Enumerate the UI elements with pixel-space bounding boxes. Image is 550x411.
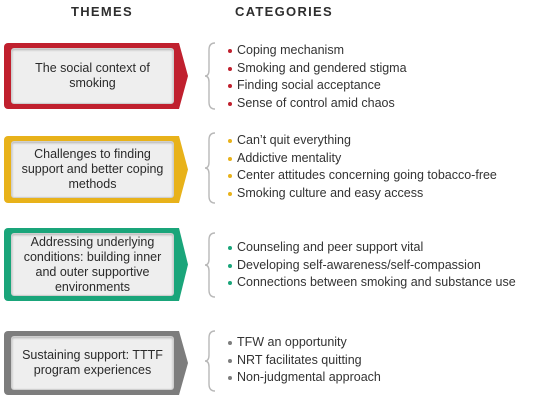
list-item: Addictive mentality (228, 150, 497, 168)
list-item: Non-judgmental approach (228, 369, 381, 387)
category-list: Coping mechanism Smoking and gendered st… (228, 42, 407, 112)
list-item: Coping mechanism (228, 42, 407, 60)
category-list: Counseling and peer support vital Develo… (228, 239, 516, 292)
category-label: TFW an opportunity (237, 335, 347, 349)
theme-label: Challenges to finding support and better… (21, 147, 164, 191)
list-item: Can’t quit everything (228, 132, 497, 150)
category-label: Non-judgmental approach (237, 370, 381, 384)
brace (204, 42, 216, 110)
category-label: Finding social acceptance (237, 78, 381, 92)
brace (204, 132, 216, 204)
category-label: Can’t quit everything (237, 133, 351, 147)
category-label: Smoking and gendered stigma (237, 60, 407, 75)
category-label: Coping mechanism (237, 43, 344, 57)
theme-box-social-context: The social context of smoking (4, 43, 188, 109)
category-label: Counseling and peer support vital (237, 240, 424, 254)
theme-box-underlying-conditions: Addressing underlying conditions: buildi… (4, 228, 188, 301)
list-item: Sense of control amid chaos (228, 95, 407, 113)
list-item: Center attitudes concerning going tobacc… (228, 167, 497, 185)
themes-header: THEMES (71, 4, 133, 19)
categories-header: CATEGORIES (235, 4, 333, 19)
theme-label: Sustaining support: TTTF program experie… (22, 348, 163, 377)
theme-box-sustaining-support: Sustaining support: TTTF program experie… (4, 331, 188, 395)
category-label: Connections between smoking and substanc… (237, 275, 516, 289)
list-item: Smoking culture and easy access (228, 185, 497, 203)
category-label: NRT facilitates quitting (237, 352, 362, 367)
list-item: Finding social acceptance (228, 77, 407, 95)
category-label: Sense of control amid chaos (237, 95, 395, 110)
list-item: Connections between smoking and substanc… (228, 274, 516, 292)
list-item: NRT facilitates quitting (228, 352, 381, 370)
category-list: TFW an opportunity NRT facilitates quitt… (228, 334, 381, 387)
list-item: Smoking and gendered stigma (228, 60, 407, 78)
theme-label: Addressing underlying conditions: buildi… (23, 234, 162, 294)
category-label: Addictive mentality (237, 150, 342, 165)
category-label: Smoking culture and easy access (237, 185, 424, 200)
category-label: Center attitudes concerning going tobacc… (237, 168, 497, 182)
category-label: Developing self-awareness/self-compassio… (237, 257, 481, 272)
category-list: Can’t quit everything Addictive mentalit… (228, 132, 497, 202)
list-item: Developing self-awareness/self-compassio… (228, 257, 516, 275)
list-item: Counseling and peer support vital (228, 239, 516, 257)
brace (204, 330, 216, 392)
list-item: TFW an opportunity (228, 334, 381, 352)
theme-label: The social context of smoking (35, 61, 150, 90)
theme-box-challenges: Challenges to finding support and better… (4, 136, 188, 203)
brace (204, 232, 216, 298)
